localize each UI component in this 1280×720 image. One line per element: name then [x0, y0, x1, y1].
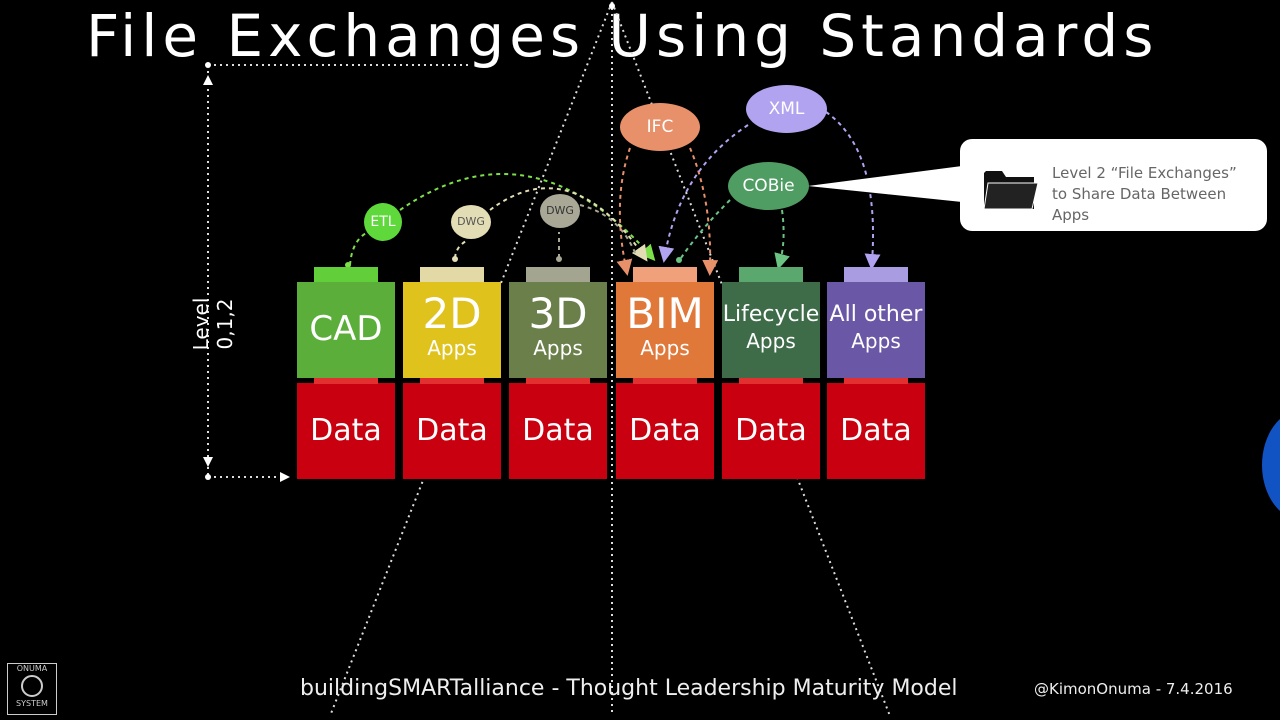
- app-block-cad: CAD: [297, 267, 395, 378]
- app-label-main: 2D: [422, 289, 482, 338]
- app-label-main: BIM: [626, 289, 704, 338]
- data-connector-tab: [314, 378, 378, 384]
- level-axis-label: Level 0,1,2: [189, 297, 237, 351]
- data-block-2d: Data: [403, 378, 501, 479]
- ifc-label: IFC: [646, 117, 674, 137]
- data-label: Data: [840, 413, 912, 448]
- ifc-bubble: IFC: [620, 103, 700, 151]
- app-connector-cap: [844, 267, 908, 282]
- logo-circle: [21, 675, 43, 697]
- slide-title: File Exchanges Using Standards: [86, 2, 1159, 70]
- app-label-main: Lifecycle: [722, 302, 820, 327]
- level2-callout: Level 2 “File Exchanges” to Share Data B…: [960, 139, 1267, 231]
- app-connector-cap: [739, 267, 803, 282]
- data-connector-tab: [844, 378, 908, 384]
- data-connector-tab: [633, 378, 697, 384]
- app-block-2d: 2D Apps: [403, 267, 501, 378]
- data-label: Data: [629, 413, 701, 448]
- cobie-bubble: COBie: [728, 162, 809, 210]
- app-connector-cap: [633, 267, 697, 282]
- app-label-sub: Apps: [746, 329, 796, 353]
- offscreen-blue-shape: [1262, 410, 1280, 520]
- app-connector-cap: [314, 267, 378, 282]
- app-connector-cap: [420, 267, 484, 282]
- etl-label: ETL: [370, 214, 396, 230]
- author-credit: @KimonOnuma - 7.4.2016: [1034, 680, 1233, 698]
- app-block-3d: 3D Apps: [509, 267, 607, 378]
- app-block-bim: BIM Apps: [616, 267, 714, 378]
- dwg-label-3d: DWG: [546, 204, 574, 217]
- data-block-lifecycle: Data: [722, 378, 820, 479]
- data-connector-tab: [739, 378, 803, 384]
- data-block-all-other: Data: [827, 378, 925, 479]
- data-label: Data: [522, 413, 594, 448]
- data-block-bim: Data: [616, 378, 714, 479]
- logo-top-text: ONUMA: [16, 664, 48, 673]
- etl-bubble: ETL: [364, 203, 402, 241]
- data-label: Data: [416, 413, 488, 448]
- callout-line-2: to Share Data Between Apps: [1052, 185, 1227, 224]
- logo-bottom-text: SYSTEM: [16, 699, 48, 708]
- data-block-3d: Data: [509, 378, 607, 479]
- xml-bubble: XML: [746, 85, 827, 133]
- app-block-all-other: All other Apps: [827, 267, 925, 378]
- dwg-label-2d: DWG: [457, 215, 485, 228]
- dwg-bubble-2d: DWG: [451, 205, 491, 239]
- data-label: Data: [310, 413, 382, 448]
- data-block-cad: Data: [297, 378, 395, 479]
- data-label: Data: [735, 413, 807, 448]
- app-label-sub: Apps: [851, 329, 901, 353]
- footer-caption: buildingSMARTalliance - Thought Leadersh…: [300, 676, 958, 701]
- app-label-main: CAD: [309, 309, 383, 349]
- cobie-label: COBie: [742, 176, 795, 196]
- callout-line-1: Level 2 “File Exchanges”: [1052, 164, 1237, 182]
- app-label-sub: Apps: [533, 336, 583, 360]
- app-connector-cap: [526, 267, 590, 282]
- app-block-lifecycle: Lifecycle Apps: [722, 267, 820, 378]
- data-connector-tab: [420, 378, 484, 384]
- app-label-main: 3D: [528, 289, 588, 338]
- app-label-sub: Apps: [427, 336, 477, 360]
- app-label-main: All other: [829, 302, 923, 327]
- onuma-logo: ONUMA SYSTEM: [7, 663, 57, 715]
- dwg-bubble-3d: DWG: [540, 194, 580, 228]
- xml-label: XML: [768, 99, 805, 119]
- app-label-sub: Apps: [640, 336, 690, 360]
- folder-icon: [983, 171, 1038, 210]
- data-connector-tab: [526, 378, 590, 384]
